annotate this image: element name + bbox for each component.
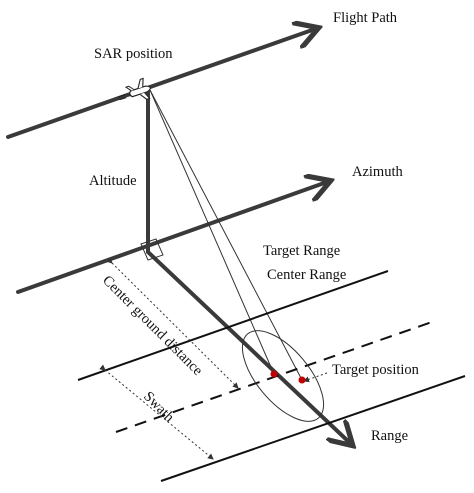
altitude-label: Altitude: [89, 173, 137, 189]
swath-far-edge: [160, 375, 466, 482]
target-range-label: Target Range: [263, 243, 340, 259]
target-position-label: Target position: [332, 362, 420, 378]
center-range-point-dot: [270, 370, 278, 378]
azimuth-line: [16, 182, 327, 294]
center-ground-distance-label: Center ground distance: [99, 273, 205, 379]
center-ground-distance-dimension: [106, 257, 239, 389]
swath-label: Swath: [140, 389, 177, 426]
azimuth-label: Azimuth: [352, 164, 403, 180]
target-position-dot: [298, 376, 306, 384]
right-angle-marker: [140, 238, 164, 261]
swath-dimension: [99, 364, 214, 460]
target-range-line: [149, 89, 303, 381]
flight-path-line: [6, 29, 315, 139]
center-range-label: Center Range: [267, 267, 346, 283]
sar-position-label: SAR position: [94, 46, 173, 62]
flight-path-label: Flight Path: [333, 10, 398, 26]
center-range-line: [149, 89, 275, 375]
beam-footprint-ellipse: [241, 330, 325, 422]
range-label: Range: [371, 428, 408, 444]
airplane-icon: [117, 77, 151, 101]
